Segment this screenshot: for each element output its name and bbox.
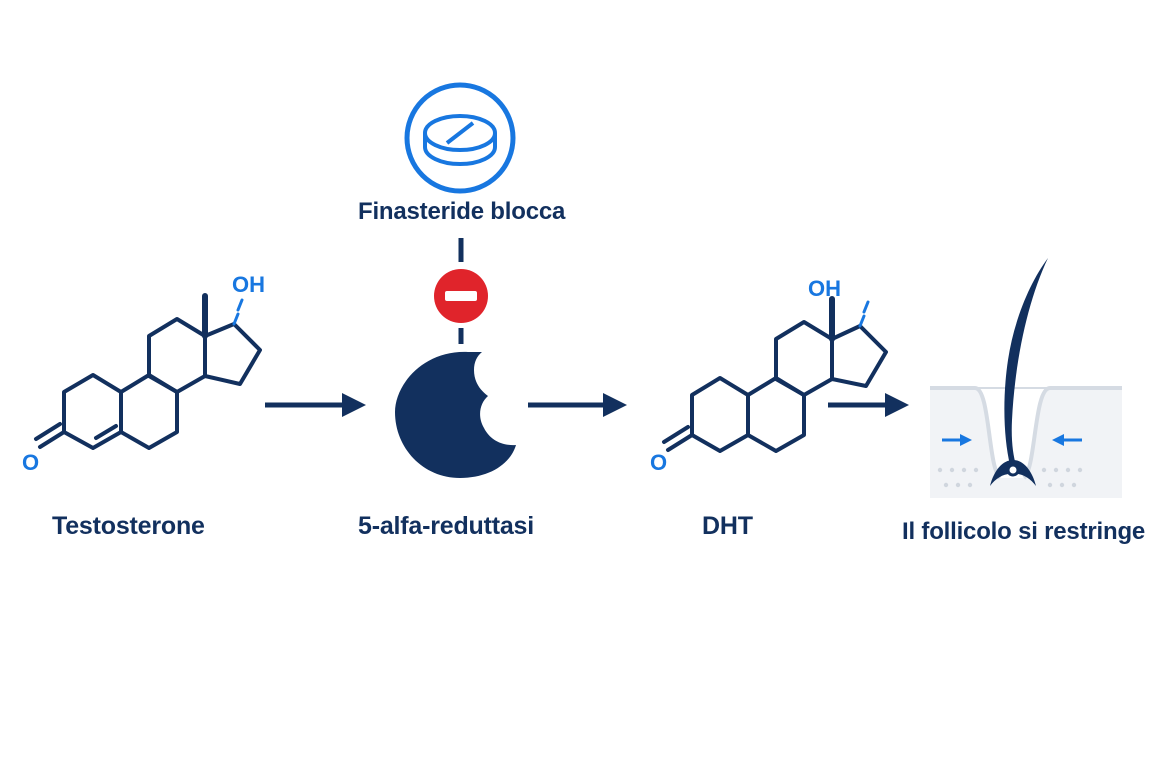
dht-label: DHT (702, 512, 753, 540)
no-entry-icon (434, 269, 488, 323)
hydroxyl-group-dht: OH (808, 276, 841, 301)
testosterone-molecule (34, 293, 262, 450)
pill-icon (404, 82, 516, 194)
enzyme-shape (395, 351, 516, 478)
oxygen-atom: O (22, 450, 39, 475)
finasteride-label: Finasteride blocca (358, 198, 566, 225)
enzyme-label: 5-alfa-reduttasi (358, 512, 535, 540)
testosterone-label: Testosterone (52, 512, 205, 540)
follicle-label: Il follicolo si restringe (902, 518, 1146, 545)
arrow-dht-to-follicle (828, 393, 909, 417)
oxygen-atom-dht: O (650, 450, 667, 475)
arrow-enzyme-to-dht (528, 393, 627, 417)
arrow-testosterone-to-enzyme (265, 393, 366, 417)
hydroxyl-group: OH (232, 272, 265, 297)
dht-molecule (662, 296, 888, 453)
shrinking-follicle-illustration (930, 258, 1122, 498)
